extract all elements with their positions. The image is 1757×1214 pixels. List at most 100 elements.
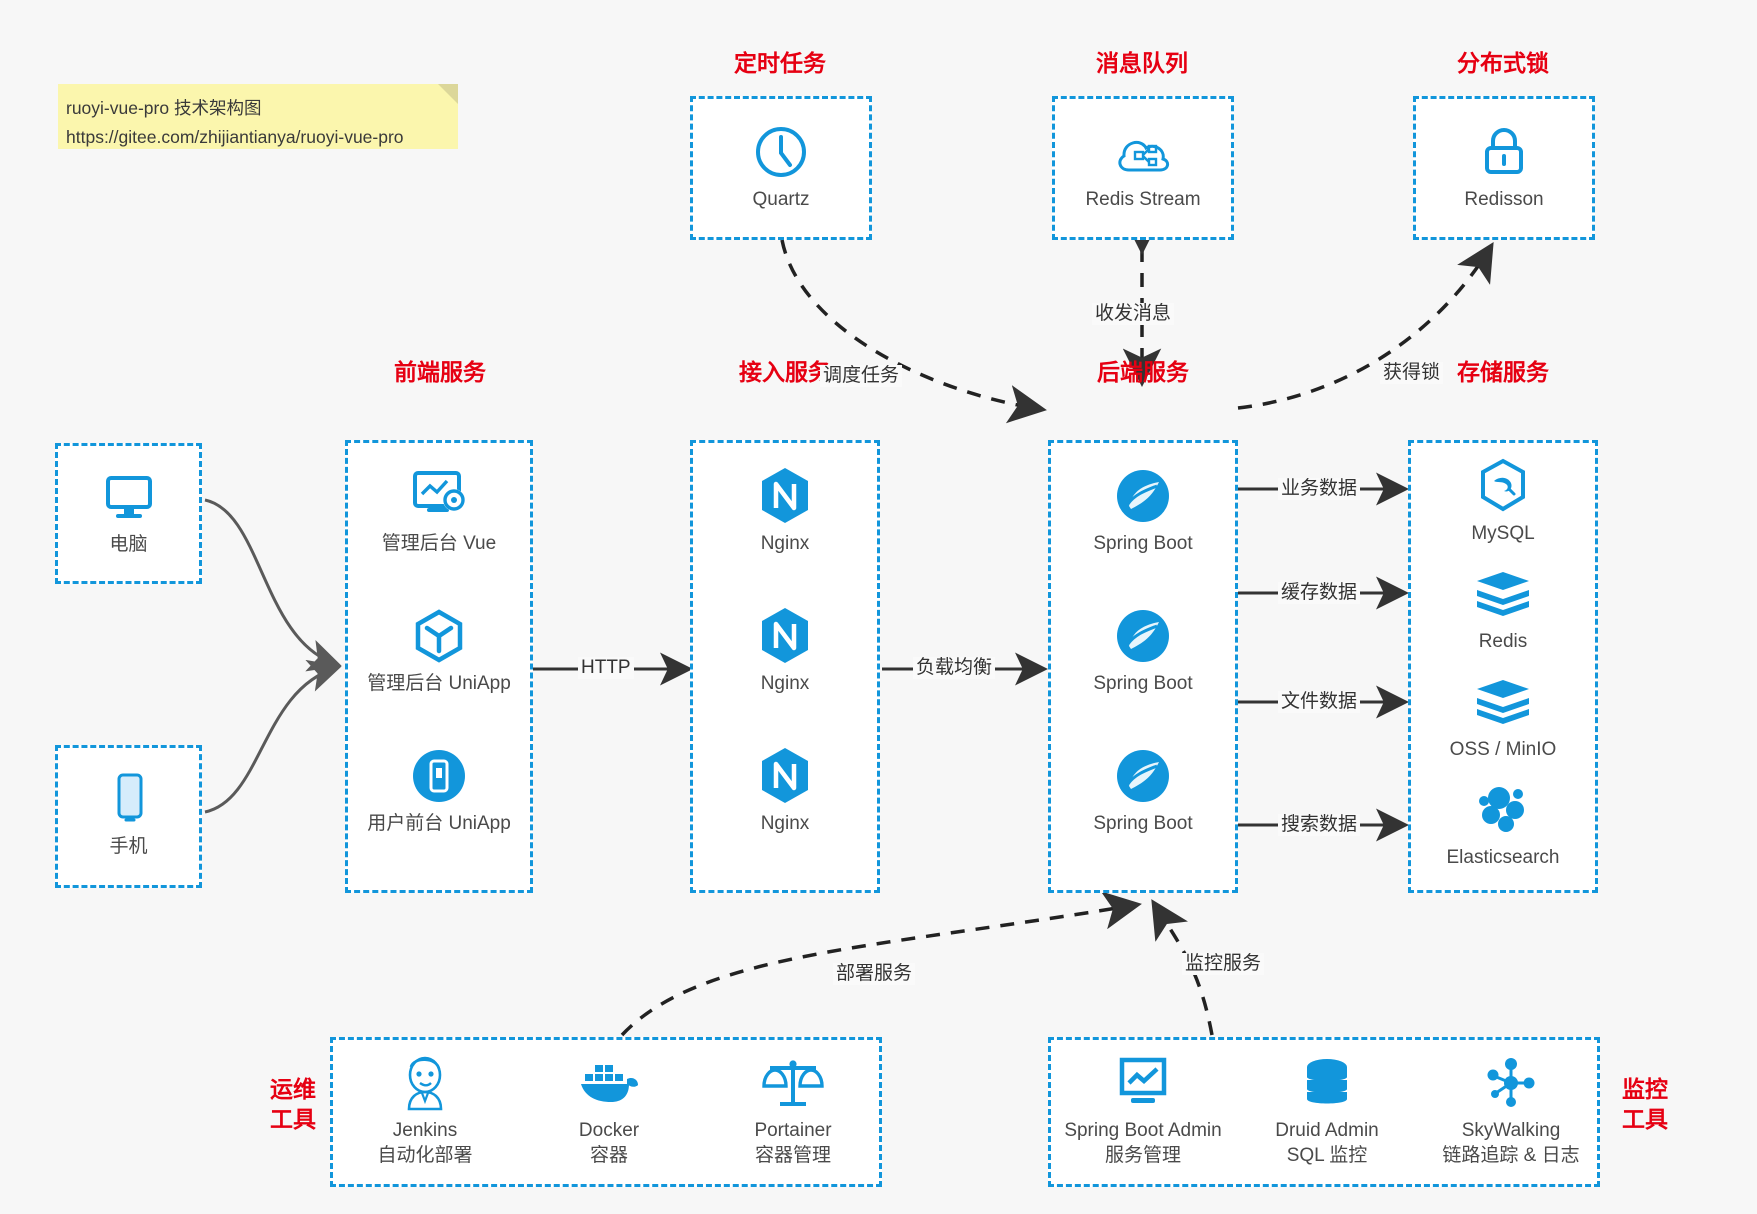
- node-mysql[interactable]: MySQL: [1411, 455, 1595, 546]
- redis-icon: [1411, 563, 1595, 625]
- node-label: Nginx: [760, 673, 810, 694]
- edge-label-cache-data: 缓存数据: [1278, 582, 1361, 604]
- nginx-icon: [693, 605, 877, 667]
- node-sublabel: 容器管理: [754, 1145, 831, 1166]
- group-title-access-service: 接入服务: [739, 359, 831, 385]
- group-phone: 手机: [55, 745, 202, 888]
- node-spring-boot-1[interactable]: Spring Boot: [1051, 465, 1235, 556]
- node-nginx-1[interactable]: Nginx: [693, 465, 877, 556]
- nginx-icon: [693, 465, 877, 527]
- node-label: Spring Boot Admin: [1064, 1120, 1222, 1141]
- node-oss-minio[interactable]: OSS / MinIO: [1411, 671, 1595, 762]
- node-label: Nginx: [760, 533, 810, 554]
- node-redis[interactable]: Redis: [1411, 563, 1595, 654]
- node-spring-boot-2[interactable]: Spring Boot: [1051, 605, 1235, 696]
- node-docker[interactable]: Docker 容器: [517, 1052, 701, 1168]
- node-portainer[interactable]: Portainer 容器管理: [701, 1052, 885, 1168]
- edge-label-business-data: 业务数据: [1278, 478, 1361, 500]
- node-skywalking[interactable]: SkyWalking 链路追踪 & 日志: [1419, 1052, 1603, 1168]
- node-label: Nginx: [760, 813, 810, 834]
- node-user-uniapp[interactable]: 用户前台 UniApp: [348, 745, 530, 836]
- node-phone[interactable]: 手机: [58, 768, 199, 859]
- node-quartz[interactable]: Quartz: [693, 121, 869, 212]
- node-sublabel: 自动化部署: [377, 1145, 473, 1166]
- node-label: Redis: [1478, 631, 1528, 652]
- group-distributed-lock: Redisson: [1413, 96, 1595, 240]
- group-access-service: Nginx Nginx Nginx: [690, 440, 880, 893]
- mobile-phone-icon: [58, 768, 199, 830]
- edge-label-send-receive-message: 收发消息: [1092, 303, 1175, 325]
- node-label: 手机: [109, 836, 148, 857]
- node-admin-uniapp[interactable]: 管理后台 UniApp: [348, 605, 530, 696]
- group-monitor-tools: Spring Boot Admin 服务管理 Druid Admin SQL 监…: [1048, 1037, 1600, 1187]
- group-title-scheduled-task: 定时任务: [734, 50, 826, 76]
- node-admin-vue[interactable]: 管理后台 Vue: [348, 465, 530, 556]
- node-nginx-2[interactable]: Nginx: [693, 605, 877, 696]
- node-label: Docker: [578, 1120, 640, 1141]
- node-computer[interactable]: 电脑: [58, 466, 199, 557]
- node-elasticsearch[interactable]: Elasticsearch: [1411, 779, 1595, 870]
- info-note: ruoyi-vue-pro 技术架构图 https://gitee.com/zh…: [58, 84, 458, 149]
- node-redis-stream[interactable]: Redis Stream: [1055, 121, 1231, 212]
- lock-icon: [1416, 121, 1592, 183]
- node-label: Portainer: [754, 1120, 832, 1141]
- node-spring-boot-admin[interactable]: Spring Boot Admin 服务管理: [1051, 1052, 1235, 1168]
- group-title-monitor-tools: 监控 工具: [1610, 1074, 1680, 1134]
- group-scheduled-task: Quartz: [690, 96, 872, 240]
- node-label: 电脑: [109, 534, 148, 555]
- node-label: Jenkins: [392, 1120, 458, 1141]
- node-nginx-3[interactable]: Nginx: [693, 745, 877, 836]
- cube-icon: [348, 605, 530, 667]
- edge-label-acquire-lock: 获得锁: [1380, 362, 1444, 384]
- node-spring-boot-3[interactable]: Spring Boot: [1051, 745, 1235, 836]
- node-sublabel: 服务管理: [1104, 1145, 1181, 1166]
- node-sublabel: SQL 监控: [1286, 1145, 1368, 1166]
- clock-icon: [693, 121, 869, 183]
- group-title-distributed-lock: 分布式锁: [1457, 50, 1549, 76]
- edge-label-load-balance: 负载均衡: [913, 657, 996, 679]
- node-sublabel: 容器: [589, 1145, 628, 1166]
- node-label: Spring Boot: [1093, 673, 1193, 694]
- mysql-icon: [1411, 455, 1595, 517]
- node-jenkins[interactable]: Jenkins 自动化部署: [333, 1052, 517, 1168]
- ops-tools-line2: 工具: [270, 1106, 316, 1132]
- note-line-title: ruoyi-vue-pro 技术架构图: [66, 98, 262, 118]
- edge-label-file-data: 文件数据: [1278, 691, 1361, 713]
- database-icon: [1235, 1052, 1419, 1114]
- node-label: OSS / MinIO: [1449, 739, 1557, 760]
- note-line-url: https://gitee.com/zhijiantianya/ruoyi-vu…: [66, 127, 404, 147]
- edge-label-schedule-task: 调度任务: [820, 365, 903, 387]
- group-title-storage-service: 存储服务: [1457, 359, 1549, 385]
- node-label: 管理后台 Vue: [381, 533, 497, 554]
- node-label: SkyWalking: [1461, 1120, 1561, 1141]
- note-fold-corner: [438, 84, 458, 104]
- desktop-icon: [58, 466, 199, 528]
- group-title-frontend-service: 前端服务: [394, 359, 486, 385]
- group-title-ops-tools: 运维 工具: [258, 1074, 328, 1134]
- jenkins-icon: [333, 1052, 517, 1114]
- monitor-tools-line1: 监控: [1622, 1076, 1668, 1102]
- node-redisson[interactable]: Redisson: [1416, 121, 1592, 212]
- group-backend-service: Spring Boot Spring Boot Spring Boot: [1048, 440, 1238, 893]
- group-computer: 电脑: [55, 443, 202, 584]
- edge-label-search-data: 搜索数据: [1278, 814, 1361, 836]
- node-sublabel: 链路追踪 & 日志: [1442, 1145, 1580, 1166]
- edge-label-deploy-service: 部署服务: [833, 963, 916, 985]
- elasticsearch-icon: [1411, 779, 1595, 841]
- scales-icon: [701, 1052, 885, 1114]
- monitor-tools-line2: 工具: [1622, 1106, 1668, 1132]
- monitor-chart-icon: [1051, 1052, 1235, 1114]
- node-label: MySQL: [1471, 523, 1535, 544]
- node-druid-admin[interactable]: Druid Admin SQL 监控: [1235, 1052, 1419, 1168]
- group-title-message-queue: 消息队列: [1096, 50, 1188, 76]
- cloud-stream-icon: [1055, 121, 1231, 183]
- docker-icon: [517, 1052, 701, 1114]
- group-ops-tools: Jenkins 自动化部署 Docker 容器: [330, 1037, 882, 1187]
- node-label: 用户前台 UniApp: [367, 813, 511, 834]
- group-message-queue: Redis Stream: [1052, 96, 1234, 240]
- node-label: Druid Admin: [1275, 1120, 1379, 1141]
- node-label: 管理后台 UniApp: [367, 673, 511, 694]
- node-label: Spring Boot: [1093, 533, 1193, 554]
- node-label: Redisson: [1464, 189, 1544, 210]
